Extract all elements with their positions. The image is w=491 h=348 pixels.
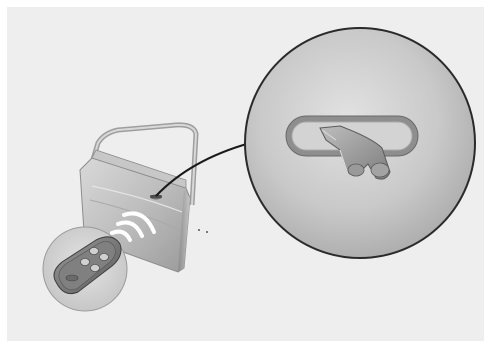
magnified-door-handle <box>245 28 475 258</box>
dot <box>206 231 208 233</box>
smart-key-fob <box>43 227 127 311</box>
dot <box>198 229 200 231</box>
